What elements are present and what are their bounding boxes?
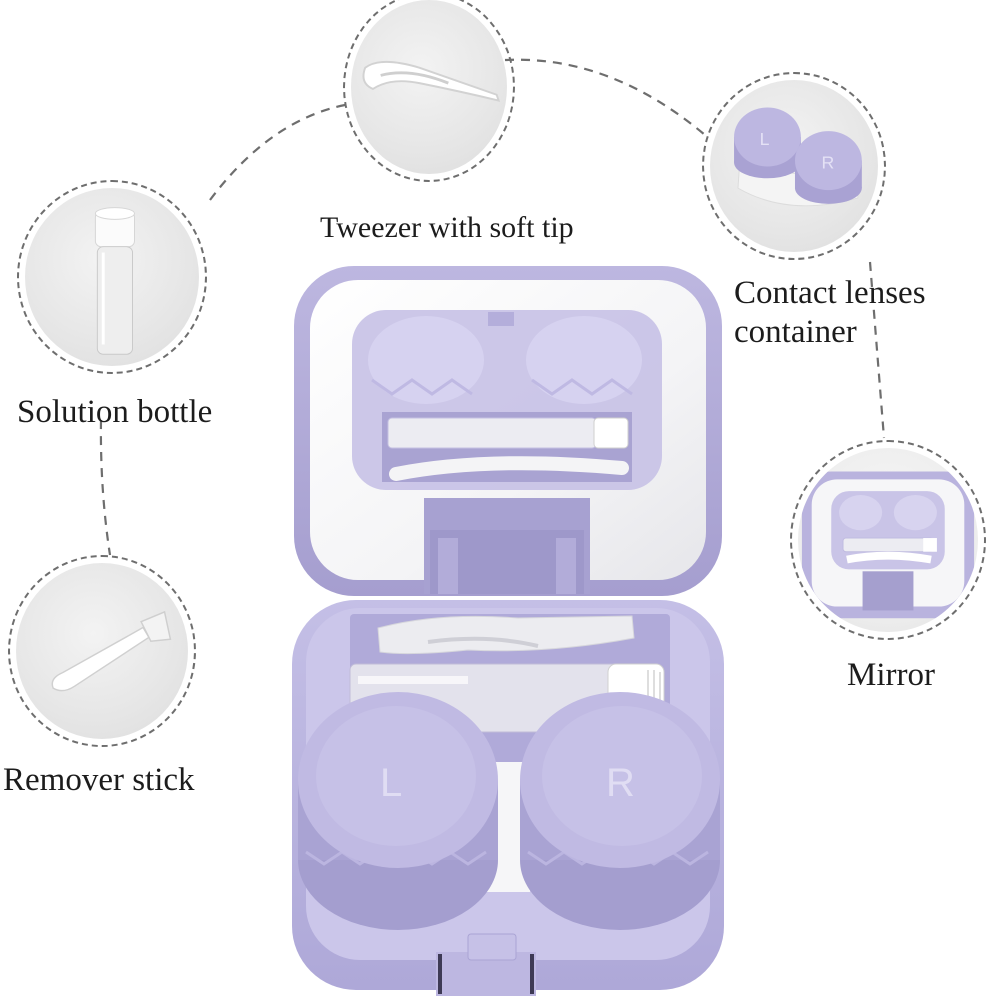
contact-lens-case: L R [292, 266, 724, 996]
case-latch [436, 933, 536, 996]
mirror-circle [790, 440, 986, 640]
remover-label: Remover stick [3, 762, 195, 798]
tweezer-icon [362, 60, 501, 102]
svg-text:R: R [606, 761, 635, 805]
svg-text:L: L [760, 129, 770, 149]
svg-text:R: R [822, 152, 835, 172]
tweezer-circle [343, 0, 515, 182]
bottle-label: Solution bottle [17, 394, 213, 430]
bottle-circle [17, 180, 207, 374]
solution-bottle-icon [94, 207, 135, 355]
svg-text:L: L [380, 761, 402, 805]
case-base: L R [292, 600, 724, 996]
lens-container-icon: L R [734, 107, 862, 207]
remover-circle [8, 555, 196, 747]
lens-container-label-line2: container [734, 314, 857, 350]
mirror-icon [801, 471, 975, 619]
tweezer-label: Tweezer with soft tip [320, 211, 574, 244]
remover-stick-icon [51, 610, 172, 692]
lens-container-label-line1: Contact lenses [734, 275, 926, 311]
mirror-label: Mirror [847, 657, 935, 693]
left-lens-cap: L [298, 692, 498, 930]
lens-container-circle: L R [702, 72, 886, 260]
right-lens-cap: R [520, 692, 720, 930]
mirror-lid [294, 266, 722, 596]
